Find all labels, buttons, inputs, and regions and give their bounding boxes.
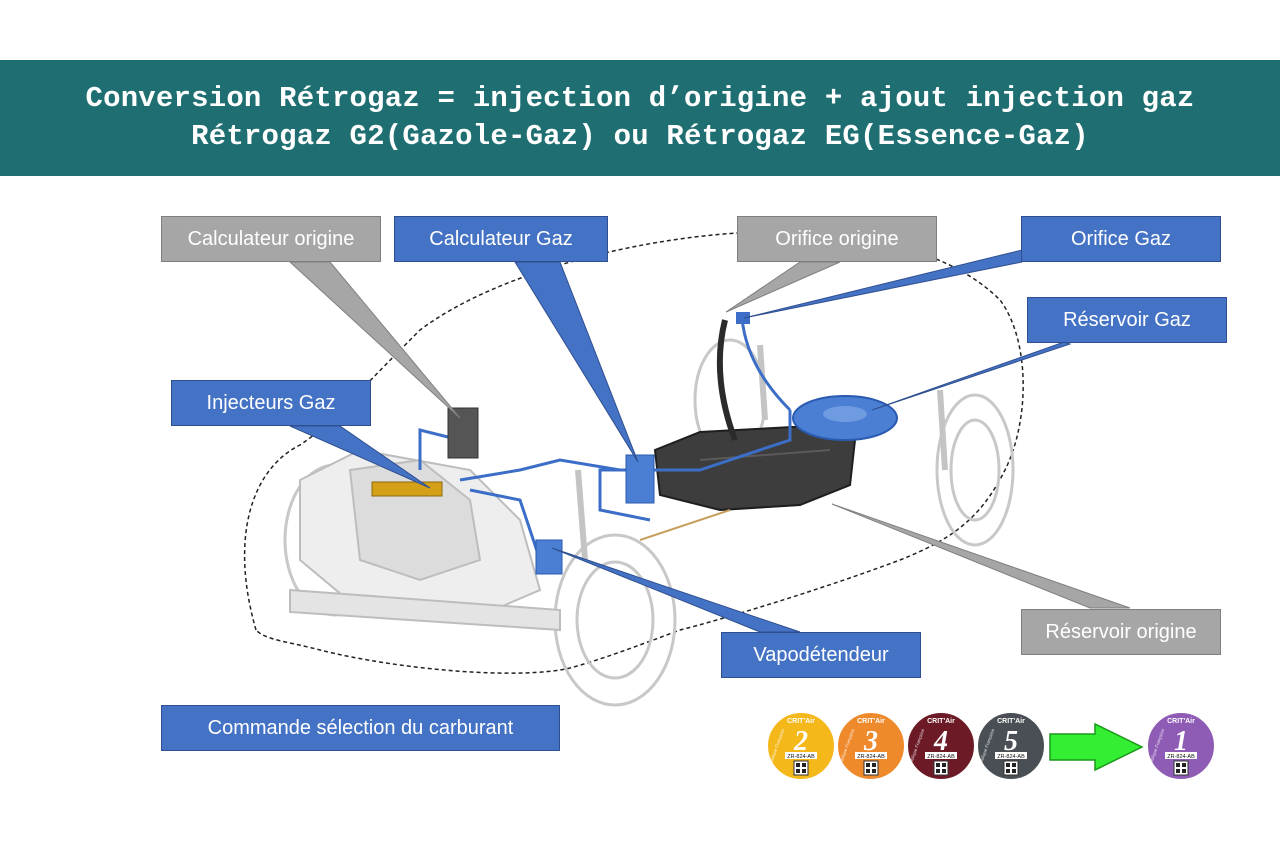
injecteurs-gaz-rail xyxy=(371,481,443,497)
critair-plate-bg xyxy=(925,752,957,759)
vapodetendeur-unit xyxy=(535,539,563,575)
pointer-reservoir-gaz xyxy=(871,341,1072,411)
reservoir-origine-tank xyxy=(653,423,857,512)
critair-badge-disc xyxy=(906,711,976,781)
pointer-injecteurs-gaz xyxy=(289,425,431,489)
callout-injecteurs-gaz: Injecteurs Gaz xyxy=(171,380,371,426)
critair-badge-disc xyxy=(766,711,836,781)
critair-plate: ZR-824-AB xyxy=(1167,754,1195,760)
critair-qr-dot xyxy=(1176,769,1180,773)
callout-calculateur-gaz: Calculateur Gaz xyxy=(394,216,608,262)
critair-qr-dot xyxy=(1006,769,1010,773)
critair-number: 4 xyxy=(933,726,948,757)
critair-qr-dot xyxy=(1182,769,1186,773)
critair-qr-dot xyxy=(866,763,870,767)
gas-lines xyxy=(418,317,792,561)
critair-qr-dot xyxy=(1182,763,1186,767)
title-line-1: Conversion Rétrogaz = injection d’origin… xyxy=(85,82,1195,115)
orifice-gaz-fitting xyxy=(736,312,750,324)
critair-qr-dot xyxy=(1012,769,1016,773)
critair-qr-dot xyxy=(796,763,800,767)
car-body-outline xyxy=(243,231,1024,674)
callout-vapodetendeur: Vapodétendeur xyxy=(721,632,921,678)
critair-heading: CRIT'Air xyxy=(1167,718,1195,725)
critair-qr-dot xyxy=(1006,763,1010,767)
selector-wire xyxy=(639,509,731,541)
callout-calculateur-origine: Calculateur origine xyxy=(161,216,381,262)
callout-commande-selection: Commande sélection du carburant xyxy=(161,705,560,751)
calculateur-origine-unit xyxy=(447,407,479,459)
callout-reservoir-gaz: Réservoir Gaz xyxy=(1027,297,1227,343)
critair-qr-dot xyxy=(936,763,940,767)
filler-neck xyxy=(716,319,738,442)
callout-orifice-origine: Orifice origine xyxy=(737,216,937,262)
critair-qr-dot xyxy=(942,769,946,773)
critair-qr-dot xyxy=(872,769,876,773)
critair-heading: CRIT'Air xyxy=(787,718,815,725)
critair-number: 1 xyxy=(1174,726,1188,757)
critair-plate: ZR-824-AB xyxy=(927,754,955,760)
pointer-calculateur-origine xyxy=(288,261,461,419)
critair-number: 5 xyxy=(1004,726,1018,757)
critair-qr-dot xyxy=(872,763,876,767)
critair-qr-dot xyxy=(802,763,806,767)
critair-plate-bg xyxy=(1165,752,1197,759)
critair-number: 3 xyxy=(863,726,878,757)
title-banner: Conversion Rétrogaz = injection d’origin… xyxy=(0,60,1280,176)
critair-heading: CRIT'Air xyxy=(927,718,955,725)
critair-qr-dot xyxy=(802,769,806,773)
callout-reservoir-origine: Réservoir origine xyxy=(1021,609,1221,655)
critair-qr-dot xyxy=(936,769,940,773)
critair-plate: ZR-824-AB xyxy=(787,754,815,760)
critair-badge-disc xyxy=(836,711,906,781)
critair-plate: ZR-824-AB xyxy=(857,754,885,760)
critair-qr-dot xyxy=(866,769,870,773)
critair-badge-disc xyxy=(1146,711,1216,781)
critair-qr-dot xyxy=(796,769,800,773)
critair-number: 2 xyxy=(793,726,808,757)
title-line-2: Rétrogaz G2(Gazole-Gaz) ou Rétrogaz EG(E… xyxy=(191,120,1089,153)
critair-qr-dot xyxy=(942,763,946,767)
pointer-reservoir-origine xyxy=(831,503,1131,609)
suspension-struts xyxy=(575,344,948,561)
critair-heading: CRIT'Air xyxy=(857,718,885,725)
callout-orifice-gaz: Orifice Gaz xyxy=(1021,216,1221,262)
critair-plate: ZR-824-AB xyxy=(997,754,1025,760)
engine-block xyxy=(289,448,561,632)
calculateur-gaz-unit xyxy=(625,454,655,504)
critair-plate-bg xyxy=(855,752,887,759)
upgrade-arrow xyxy=(1049,722,1144,772)
pointer-orifice-origine xyxy=(725,261,841,313)
critair-plate-bg xyxy=(785,752,817,759)
critair-heading: CRIT'Air xyxy=(997,718,1025,725)
critair-qr-dot xyxy=(1176,763,1180,767)
critair-plate-bg xyxy=(995,752,1027,759)
critair-qr-dot xyxy=(1012,763,1016,767)
pointer-calculateur-gaz xyxy=(514,261,639,463)
critair-badge-disc xyxy=(976,711,1046,781)
